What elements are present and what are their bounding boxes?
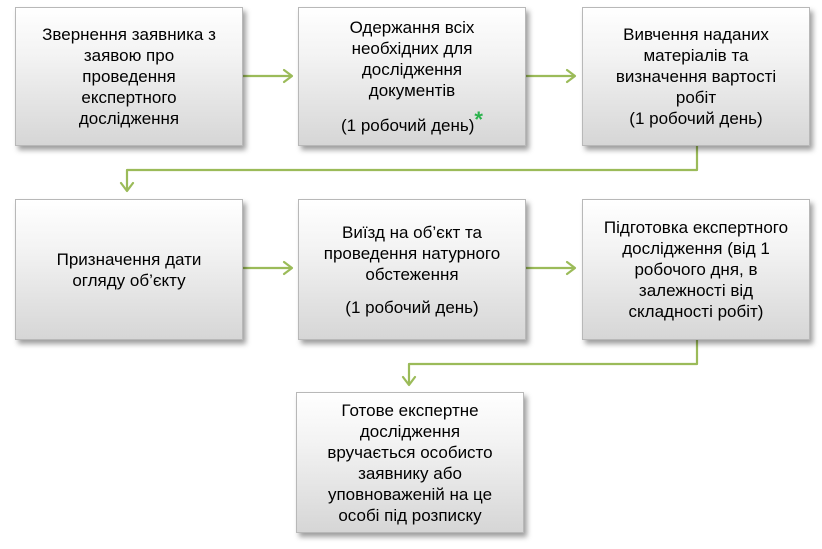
step-5-line-1: Виїзд на об’єкт та — [341, 222, 483, 242]
step-4-line-1: Призначення дати — [56, 249, 202, 269]
step-5-line-3: обстеження — [365, 264, 459, 284]
step-2-line-4: документів — [368, 81, 456, 100]
step-1-line-2: заявою про — [83, 46, 175, 65]
step-2-line-3: дослідження — [361, 60, 463, 79]
step-1-line-3: проведення — [82, 67, 176, 86]
step-6-line-3: робочого дня, в — [634, 260, 758, 279]
step-2-box: Одержання всіх необхідних для дослідженн… — [298, 7, 526, 146]
step-7-line-6: особі під розписку — [338, 505, 482, 525]
arrowhead-step4-to-step5 — [282, 260, 294, 276]
step-5-duration: (1 робочий день) — [345, 297, 479, 317]
step-4-line-2: огляду об’єкту — [72, 270, 186, 290]
step-6-box: Підготовка експертного дослідження (від … — [582, 199, 810, 340]
step-2-line-2: необхідних для — [351, 39, 473, 58]
step-3-duration: (1 робочий день) — [629, 109, 763, 128]
step-5-box: Виїзд на об’єкт та проведення натурного … — [298, 199, 526, 340]
arrow-step3-to-step4 — [125, 144, 699, 192]
arrowhead-step6-to-step7 — [401, 375, 417, 387]
step-2-line-1: Одержання всіх — [349, 18, 475, 37]
step-3-box: Вивчення наданих матеріалів та визначенн… — [582, 7, 810, 146]
arrow-step6-to-step7 — [407, 338, 699, 386]
step-1-line-5: дослідження — [78, 109, 180, 128]
step-7-line-3: вручається особисто — [327, 442, 493, 462]
step-7-line-4: заявнику або — [358, 463, 462, 483]
step-6-line-4: залежності від — [638, 281, 754, 300]
step-7-line-2: дослідження — [359, 421, 461, 441]
footnote-asterisk-marker: * — [474, 107, 483, 132]
step-7-line-1: Готове експертне — [341, 400, 479, 420]
arrowhead-step5-to-step6 — [565, 260, 577, 276]
step-2-duration: (1 робочий день) — [341, 116, 475, 135]
step-6-line-5: складності робіт) — [628, 302, 764, 321]
step-3-line-3: визначення вартості — [615, 67, 777, 86]
step-2-duration-line: (1 робочий день)* — [341, 109, 483, 136]
step-3-line-1: Вивчення наданих — [623, 25, 769, 44]
step-1-line-1: Звернення заявника з — [42, 25, 216, 44]
step-1-box: Звернення заявника з заявою про проведен… — [15, 7, 243, 146]
step-4-box: Призначення дати огляду об’єкту — [15, 199, 243, 340]
step-6-line-1: Підготовка експертного — [603, 218, 789, 237]
step-5-line-2: проведення натурного — [323, 243, 501, 263]
step-7-box: Готове експертне дослідження вручається … — [296, 392, 524, 533]
step-6-line-2: дослідження (від 1 — [622, 239, 770, 258]
step-3-line-4: робіт — [675, 88, 717, 107]
arrowhead-step3-to-step4 — [119, 181, 135, 193]
step-7-line-5: уповноваженій на це — [327, 484, 493, 504]
arrowhead-step2-to-step3 — [565, 68, 577, 84]
step-3-line-2: матеріалів та — [643, 46, 749, 65]
arrowhead-step1-to-step2 — [282, 68, 294, 84]
step-1-line-4: експертного — [81, 88, 177, 107]
